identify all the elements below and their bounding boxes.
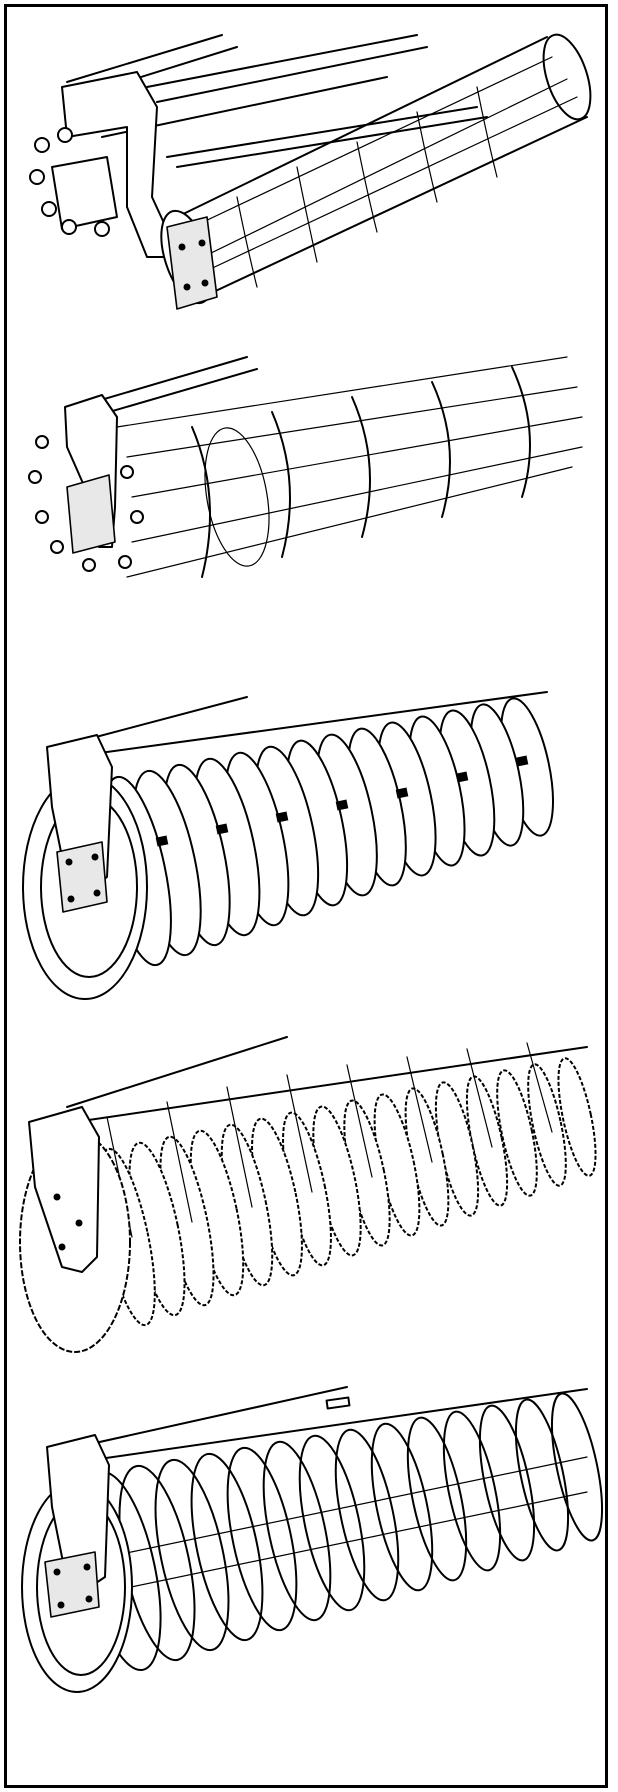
toothed-disc-roller-drawing xyxy=(19,1036,597,1353)
panel-toothed-disc-roller xyxy=(7,1027,605,1367)
mounting-studs xyxy=(28,435,144,572)
bearing-plate xyxy=(51,156,118,230)
bearing-plate xyxy=(66,474,116,554)
scrapers xyxy=(155,755,529,847)
spiral-rings xyxy=(82,1392,604,1672)
cage-cylinder xyxy=(160,33,592,305)
panel-cage-roller xyxy=(7,347,605,677)
top-frame-bar xyxy=(66,1036,588,1123)
flange-plate xyxy=(166,216,218,310)
scraper-arms xyxy=(106,1042,553,1238)
mounting-studs xyxy=(29,127,110,237)
spiral-cage-roller-drawing xyxy=(21,1386,604,1693)
panel-open-cage-roller xyxy=(7,17,605,337)
panel-spiral-cage-roller xyxy=(7,1377,605,1707)
cage-cylinder xyxy=(116,356,583,578)
cage-roller-drawing xyxy=(28,356,583,578)
bearing-plate xyxy=(44,1551,100,1618)
open-cage-roller-drawing xyxy=(29,33,592,310)
inner-shaft xyxy=(106,1456,588,1593)
roller-rings xyxy=(102,697,554,967)
top-frame-bar xyxy=(76,691,548,756)
ring-roller-drawing xyxy=(22,691,554,1000)
end-plate xyxy=(28,1106,100,1273)
panel-ring-roller xyxy=(7,687,605,1017)
top-frame-bar xyxy=(76,1386,588,1462)
bearing-plate xyxy=(56,841,108,913)
figure-frame xyxy=(4,4,608,1788)
toothed-discs xyxy=(98,1057,597,1327)
